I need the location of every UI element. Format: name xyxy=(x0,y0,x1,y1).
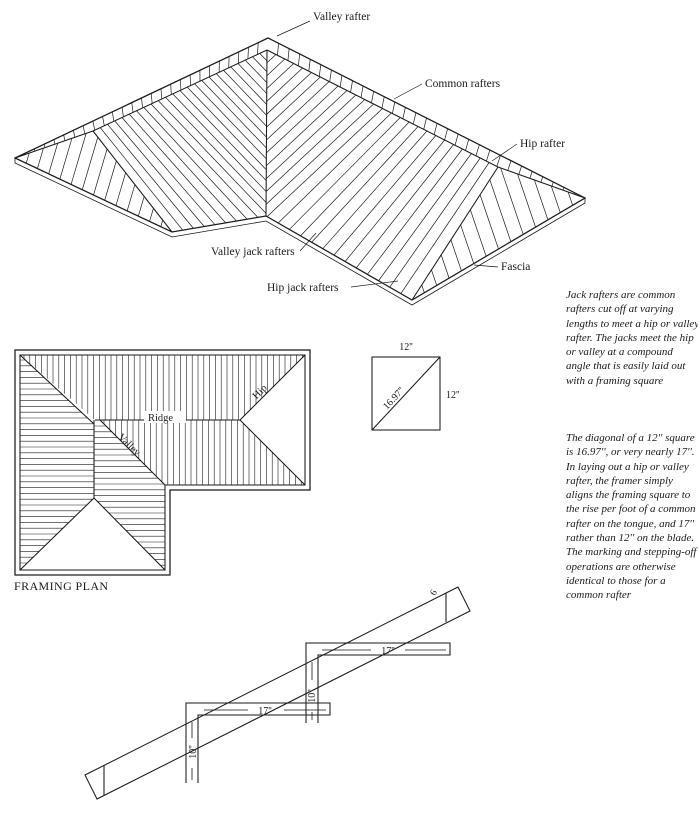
blade-dim-lines-upper xyxy=(311,649,446,720)
square-outline xyxy=(371,356,441,431)
square-diagonal-line xyxy=(371,356,441,431)
blade-dim-lines-lower xyxy=(191,709,326,780)
iso-roof-drawing: Valley rafter Common rafters Hip rafter … xyxy=(13,11,587,306)
note-jack-rafters: Jack rafters are common rafters cut off … xyxy=(566,289,698,387)
blade-dim-upper: 17'' xyxy=(381,646,395,657)
rafter-stepoff-drawing: 17'' 10'' 17'' 10'' 6 xyxy=(84,586,471,800)
tongue-dim-lower: 10'' xyxy=(188,745,199,759)
square-side-dim: 12'' xyxy=(446,390,460,401)
framing-square-lower xyxy=(185,702,331,783)
fascia-label: Fascia xyxy=(501,261,530,273)
common-rafters-leader xyxy=(393,83,423,100)
ridge-hip-valley-lines xyxy=(14,49,586,301)
hip-label: Hip xyxy=(251,383,270,402)
plan-outer-outline xyxy=(14,349,311,576)
square-top-dim: 12'' xyxy=(399,342,413,353)
tongue-dim-upper: 10'' xyxy=(307,689,318,703)
iso-rafter-lines xyxy=(24,42,575,294)
rise-mark: 6 xyxy=(429,588,440,597)
hip-jack-rafters-label: Hip jack rafters xyxy=(267,282,339,294)
hip-rafter-leader xyxy=(491,143,518,162)
framing-plan-title: FRAMING PLAN xyxy=(14,579,108,593)
fascia-leader xyxy=(473,264,499,268)
valley-jack-rafters-label: Valley jack rafters xyxy=(211,246,295,258)
hip-rafter-label: Hip rafter xyxy=(520,138,565,150)
ridge-label-mask xyxy=(144,411,186,423)
rafter-board xyxy=(84,586,471,800)
valley-jack-rafters-leader xyxy=(299,232,317,252)
ridge-label: Ridge xyxy=(148,413,173,424)
common-rafters-label: Common rafters xyxy=(425,78,501,90)
plumb-cut-lines xyxy=(103,593,447,795)
valley-rafter-leader xyxy=(276,20,311,37)
hip-jack-rafters-leader xyxy=(350,280,399,288)
square-diagonal-diagram: 12'' 12'' 16.97'' xyxy=(371,342,460,431)
fascia-offset-lines xyxy=(14,158,586,306)
note-diagonal: The diagonal of a 12'' square is 16.97''… xyxy=(566,432,697,602)
framing-square-upper xyxy=(305,642,451,723)
blade-dim-lower: 17'' xyxy=(258,706,272,717)
square-diagonal-dim: 16.97'' xyxy=(381,385,407,412)
valley-rafter-label: Valley rafter xyxy=(313,11,370,23)
framing-plan-drawing: Ridge Hip Valley FRAMING PLAN xyxy=(14,349,311,593)
